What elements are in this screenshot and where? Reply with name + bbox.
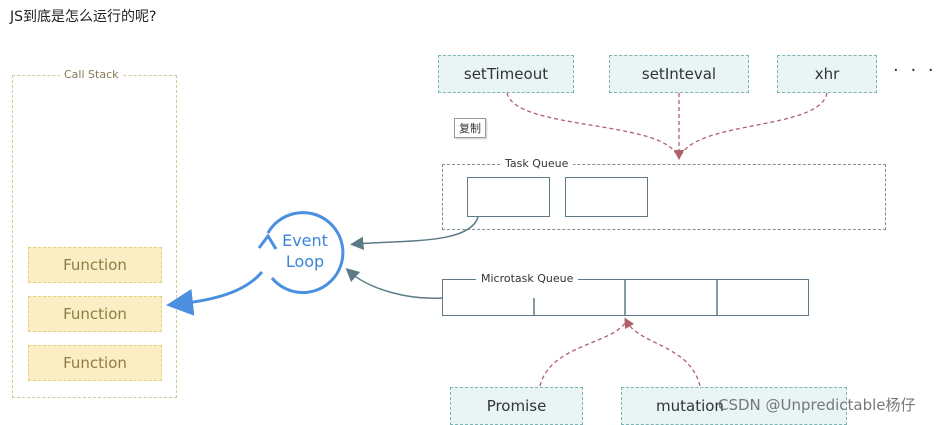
call-stack-label: Call Stack — [60, 68, 123, 81]
microtask-queue-label: Microtask Queue — [476, 272, 579, 285]
task-queue-slot — [467, 177, 550, 217]
task-queue-slot — [565, 177, 648, 217]
source-promise: Promise — [450, 387, 583, 425]
watermark: CSDN @Unpredictable杨仔 — [718, 396, 916, 414]
event-loop-line1: Event — [282, 231, 328, 250]
arrow-event-loop-to-call-stack — [166, 271, 264, 316]
source-mutation: mutation — [621, 387, 847, 425]
function-block: Function — [28, 345, 162, 381]
arrow-mutation-to-microtask — [624, 317, 701, 387]
arrow-microtask-to-event-loop — [345, 267, 443, 300]
page-title: JS到底是怎么运行的呢? — [10, 9, 157, 25]
arrow-settimeout-to-task-queue — [506, 92, 678, 156]
source-settimeout: setTimeout — [438, 55, 574, 93]
event-loop-label: Event Loop — [270, 230, 340, 272]
function-block: Function — [28, 296, 162, 332]
arrow-xhr-to-task-queue — [680, 92, 828, 156]
source-xhr: xhr — [777, 55, 877, 93]
source-setinteval: setInteval — [609, 55, 749, 93]
more-sources-ellipsis: · · · — [893, 60, 937, 81]
arrow-task-queue-to-event-loop — [350, 216, 479, 251]
event-loop-line2: Loop — [285, 252, 325, 271]
microtask-queue-dividers — [533, 279, 718, 316]
task-queue-label: Task Queue — [500, 157, 574, 170]
function-block: Function — [28, 247, 162, 283]
copy-button[interactable]: 复制 — [454, 118, 486, 138]
event-loop-arrowhead — [257, 233, 278, 250]
arrow-promise-to-microtask — [539, 321, 627, 387]
task-queue-container — [442, 164, 886, 230]
event-loop-circle — [266, 211, 345, 295]
